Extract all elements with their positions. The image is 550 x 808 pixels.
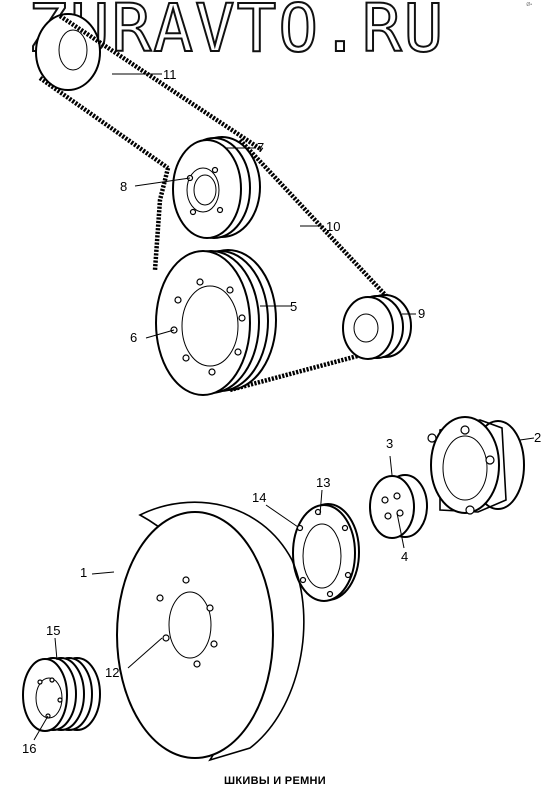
callout-13: 13 bbox=[316, 475, 331, 490]
leader-lines bbox=[33, 73, 535, 741]
callout-7: 7 bbox=[257, 140, 265, 155]
corner-mark: Ø• bbox=[526, 2, 532, 8]
callout-3: 3 bbox=[386, 436, 394, 451]
callout-15: 15 bbox=[46, 623, 61, 638]
callout-1: 1 bbox=[80, 565, 88, 580]
callout-9: 9 bbox=[418, 306, 426, 321]
callout-6: 6 bbox=[130, 330, 138, 345]
belt-11 bbox=[38, 14, 264, 271]
callout-5: 5 bbox=[290, 299, 298, 314]
hub-2 bbox=[427, 416, 525, 515]
flywheel-1 bbox=[116, 501, 305, 762]
caption: ШКИВЫ И РЕМНИ bbox=[224, 775, 326, 787]
callout-14: 14 bbox=[252, 490, 267, 505]
top-pulley bbox=[35, 13, 101, 91]
callout-16: 16 bbox=[22, 741, 37, 756]
callout-4: 4 bbox=[401, 549, 409, 564]
callout-8: 8 bbox=[120, 179, 128, 194]
spacer-3 bbox=[369, 474, 428, 539]
callout-11: 11 bbox=[163, 67, 177, 82]
callout-10: 10 bbox=[326, 219, 341, 234]
pulley-7 bbox=[172, 136, 261, 239]
callout-2: 2 bbox=[534, 430, 542, 445]
callout-12: 12 bbox=[105, 665, 120, 680]
adapter-ring-13 bbox=[292, 503, 360, 602]
belt-10 bbox=[229, 138, 392, 393]
idler-pulley-9 bbox=[342, 294, 412, 360]
small-pulley-15 bbox=[22, 657, 101, 732]
crank-pulley-5 bbox=[155, 249, 277, 396]
